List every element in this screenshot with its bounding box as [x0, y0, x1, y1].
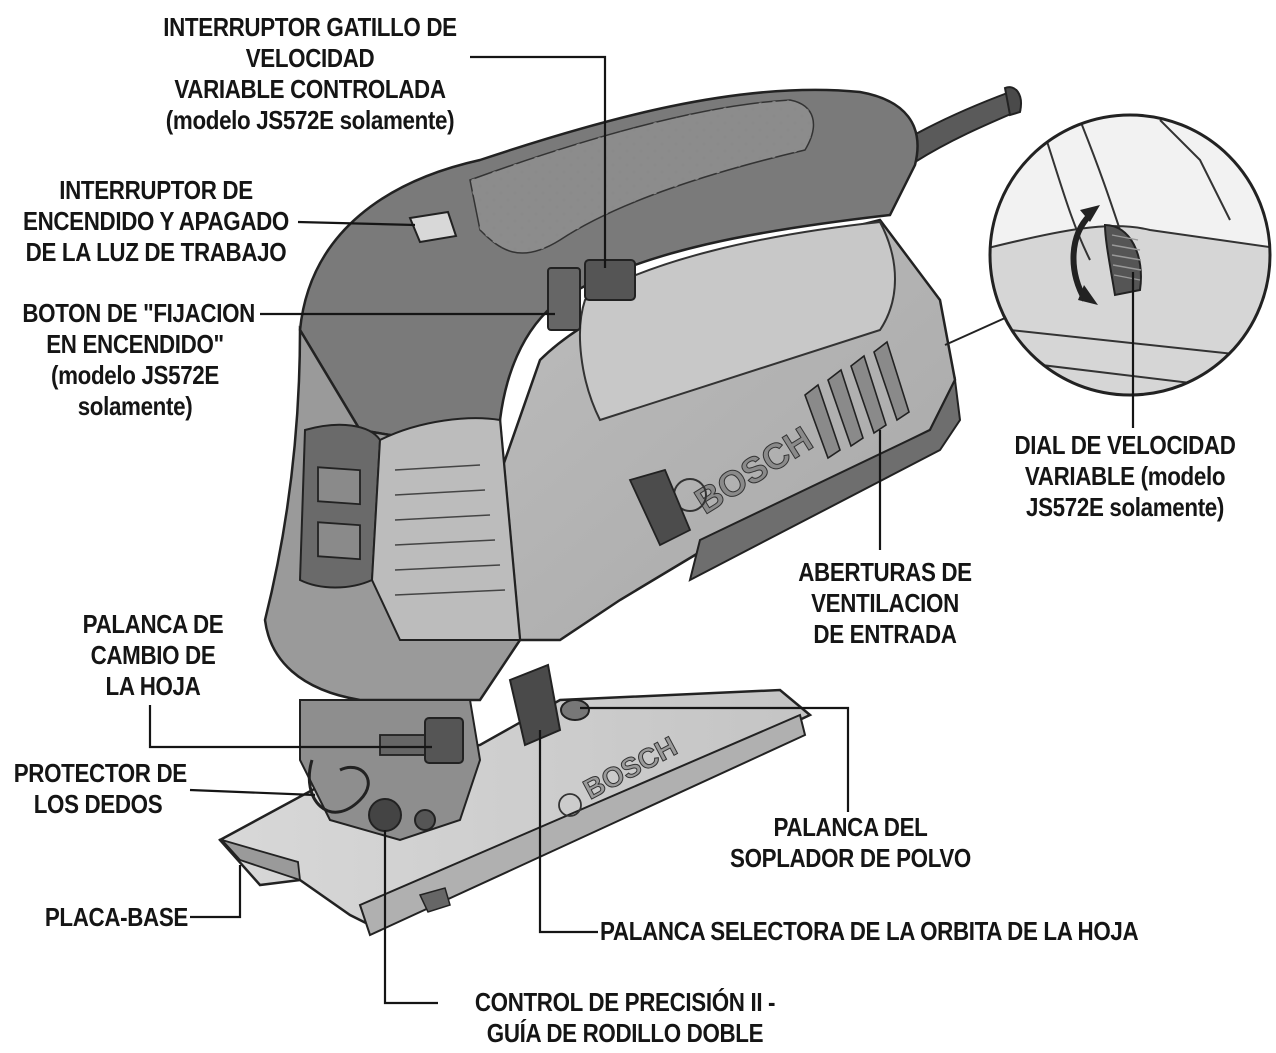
label-vents-line1: ABERTURAS DE: [798, 557, 972, 587]
trigger-shape: [584, 259, 636, 301]
label-vents-line2: VENTILACION: [811, 588, 959, 618]
label-speed-dial: DIAL DE VELOCIDAD VARIABLE (modelo JS572…: [1009, 430, 1241, 523]
label-roller-line1: CONTROL DE PRECISIÓN II -: [474, 987, 776, 1017]
label-lock-line2: EN ENCENDIDO": [46, 329, 224, 359]
label-roller-guide: CONTROL DE PRECISIÓN II - GUÍA DE RODILL…: [466, 987, 784, 1049]
label-blade-lever: PALANCA DE CAMBIO DE LA HOJA: [71, 609, 234, 702]
leader-footplate: [190, 865, 242, 919]
label-lock-line1: BOTON DE "FIJACION: [22, 298, 255, 328]
label-blade-line2: CAMBIO DE: [90, 640, 216, 670]
label-vents: ABERTURAS DE VENTILACION DE ENTRADA: [790, 557, 979, 650]
label-vents-line3: DE ENTRADA: [813, 619, 957, 649]
label-blade-line1: PALANCA DE: [82, 609, 224, 639]
label-light-line2: ENCENDIDO Y APAGADO: [23, 206, 289, 236]
label-dial-line1: DIAL DE VELOCIDAD: [1014, 430, 1236, 460]
label-lock-line4: solamente): [77, 391, 193, 421]
label-blower-line2: SOPLADOR DE POLVO: [730, 843, 971, 873]
label-light-line3: DE LA LUZ DE TRABAJO: [25, 237, 287, 267]
label-footplate-line1: PLACA-BASE: [44, 902, 188, 932]
label-dial-line2: VARIABLE (modelo: [1024, 461, 1226, 491]
label-blower-line1: PALANCA DEL: [773, 812, 928, 842]
label-finger-guard: PROTECTOR DE LOS DEDOS: [13, 758, 187, 820]
lock-on-button-shape: [547, 267, 581, 331]
label-roller-line2: GUÍA DE RODILLO DOBLE: [486, 1018, 764, 1048]
label-guard-line2: LOS DEDOS: [33, 789, 163, 819]
label-lock-on-button: BOTON DE "FIJACION EN ENCENDIDO" (modelo…: [22, 298, 255, 422]
leader-finger-guard: [189, 788, 316, 797]
orbit-lever-shape: [508, 663, 562, 747]
label-light-switch: INTERRUPTOR DE ENCENDIDO Y APAGADO DE LA…: [22, 175, 290, 268]
label-light-line1: INTERRUPTOR DE: [59, 175, 253, 205]
side-vents: [804, 340, 910, 460]
label-orbit-line1: PALANCA SELECTORA DE LA ORBITA DE LA HOJ…: [600, 916, 1139, 946]
label-orbit-lever: PALANCA SELECTORA DE LA ORBITA DE LA HOJ…: [600, 916, 1168, 947]
leader-lines: [148, 55, 1135, 1005]
label-guard-line1: PROTECTOR DE: [13, 758, 187, 788]
leader-blade-lever: [148, 705, 432, 749]
label-lock-line3: (modelo JS572E: [51, 360, 219, 390]
power-cord: [903, 90, 1022, 164]
light-switch-shape: [408, 210, 458, 244]
leader-orbit-lever: [538, 730, 598, 934]
label-trigger-line2: VELOCIDAD: [245, 43, 375, 73]
leader-trigger: [470, 55, 607, 268]
label-blade-line3: LA HOJA: [105, 671, 201, 701]
label-trigger-switch: INTERRUPTOR GATILLO DE VELOCIDAD VARIABL…: [142, 12, 477, 136]
label-trigger-line3: VARIABLE CONTROLADA: [174, 74, 446, 104]
label-dust-blower: PALANCA DEL SOPLADOR DE POLVO: [728, 812, 973, 874]
label-footplate: PLACA-BASE: [26, 902, 188, 933]
label-dial-line3: JS572E solamente): [1026, 492, 1224, 522]
label-trigger-line1: INTERRUPTOR GATILLO DE: [163, 12, 457, 42]
leader-roller-guide: [383, 830, 438, 1005]
finger-guard-shape: [307, 759, 370, 814]
label-trigger-line4: (modelo JS572E solamente): [165, 105, 455, 135]
leader-light-switch: [297, 220, 416, 227]
dust-blower-shape: [560, 699, 590, 721]
leader-dust-blower: [580, 706, 850, 812]
